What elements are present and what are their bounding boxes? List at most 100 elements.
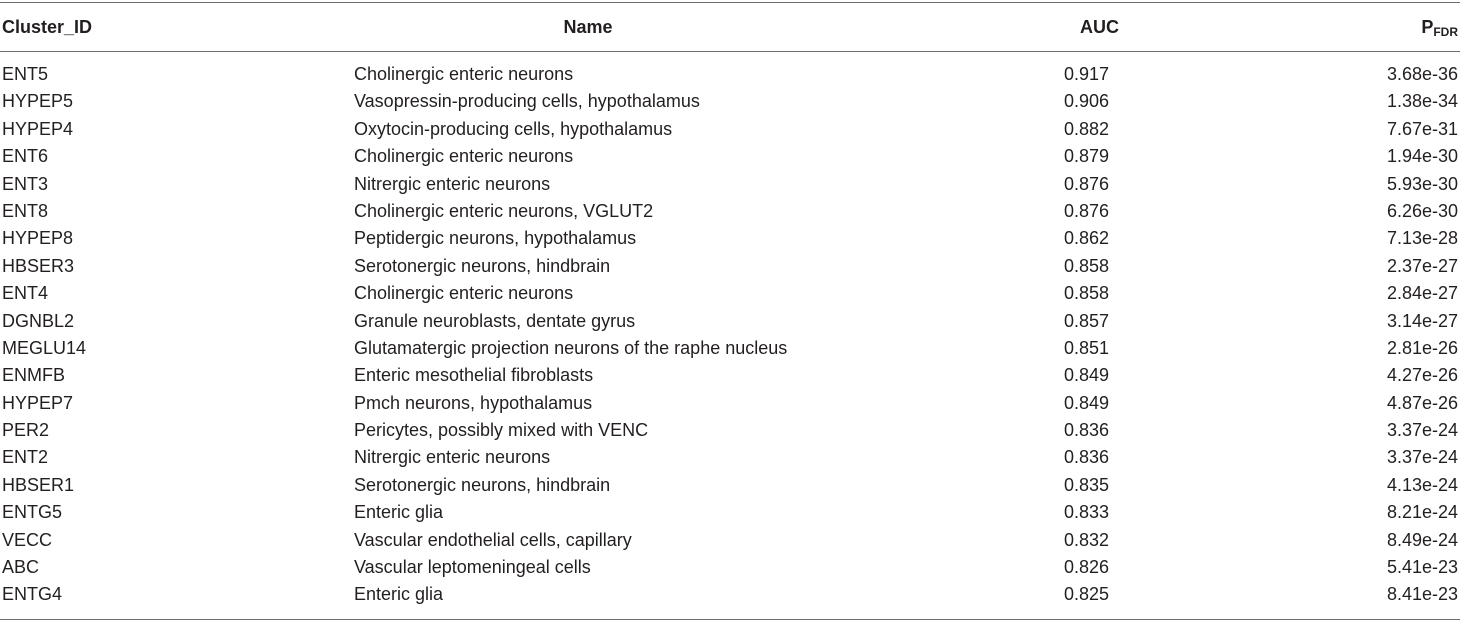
- table-row: ENT8 Cholinergic enteric neurons, VGLUT2 0…: [0, 199, 1460, 226]
- cell-auc: 0.833: [1064, 502, 1110, 523]
- cell-p-fdr: 8.49e-24: [1386, 529, 1458, 550]
- cell-auc: 0.858: [1064, 255, 1110, 276]
- cell-cluster-id: HYPEP8: [2, 228, 74, 249]
- cell-p-fdr: 5.41e-23: [1386, 557, 1458, 578]
- cell-p-fdr: 7.67e-31: [1386, 118, 1458, 139]
- cell-name: Peptidergic neurons, hypothalamus: [354, 228, 637, 249]
- cell-name: Vascular leptomeningeal cells: [354, 557, 591, 578]
- table-bottom-rule: [0, 619, 1460, 620]
- header-p-main: P: [1421, 17, 1434, 37]
- cell-p-fdr: 7.13e-28: [1386, 228, 1458, 249]
- cell-name: Serotonergic neurons, hindbrain: [354, 474, 611, 495]
- table-row: ENT2 Nitrergic enteric neurons 0.836 3.37e-…: [0, 445, 1460, 472]
- cell-p-fdr: 1.94e-30: [1386, 146, 1458, 167]
- cell-name: Pmch neurons, hypothalamus: [354, 392, 593, 413]
- cell-name: Vascular endothelial cells, capillary: [354, 529, 632, 550]
- cell-cluster-id: ENT3: [2, 173, 49, 194]
- cell-cluster-id: HYPEP4: [2, 118, 74, 139]
- cell-p-fdr: 2.84e-27: [1386, 283, 1458, 304]
- cell-p-fdr: 4.87e-26: [1386, 392, 1458, 413]
- cell-name: Cholinergic enteric neurons, VGLUT2: [354, 200, 654, 221]
- table-row: HYPEP4 Oxytocin-producing cells, hypothal…: [0, 117, 1460, 144]
- cell-p-fdr: 2.37e-27: [1386, 255, 1458, 276]
- cell-auc: 0.906: [1064, 91, 1110, 112]
- cell-p-fdr: 4.13e-24: [1386, 474, 1458, 495]
- cell-cluster-id: ENT8: [2, 200, 49, 221]
- cell-name: Cholinergic enteric neurons: [354, 146, 574, 167]
- header-name: Name: [563, 17, 613, 37]
- cell-name: Glutamatergic projection neurons of the …: [354, 337, 788, 358]
- header-p-subscript: FDR: [1433, 25, 1458, 39]
- table-row: VECC Vascular endothelial cells, capillar…: [0, 528, 1460, 555]
- cell-auc: 0.836: [1064, 447, 1110, 468]
- cell-name: Nitrergic enteric neurons: [354, 447, 551, 468]
- cell-name: Nitrergic enteric neurons: [354, 173, 551, 194]
- table-top-rule: [0, 2, 1460, 3]
- cell-name: Pericytes, possibly mixed with VENC: [354, 420, 649, 441]
- cell-auc: 0.835: [1064, 474, 1110, 495]
- cell-auc: 0.876: [1064, 173, 1110, 194]
- cell-auc: 0.849: [1064, 365, 1110, 386]
- cell-p-fdr: 5.93e-30: [1386, 173, 1458, 194]
- table-row: PER2 Pericytes, possibly mixed with VENC 0…: [0, 418, 1460, 445]
- cell-cluster-id: ENT5: [2, 64, 49, 84]
- cell-auc: 0.832: [1064, 529, 1110, 550]
- cell-p-fdr: 3.68e-36: [1386, 64, 1458, 84]
- table-row: ENT3 Nitrergic enteric neurons 0.876 5.93e-…: [0, 172, 1460, 199]
- cell-name: Serotonergic neurons, hindbrain: [354, 255, 611, 276]
- header-cluster-id: Cluster_ID: [2, 17, 93, 37]
- cell-name: Granule neuroblasts, dentate gyrus: [354, 310, 636, 331]
- cell-name: Enteric mesothelial fibroblasts: [354, 365, 594, 386]
- cell-auc: 0.879: [1064, 146, 1110, 167]
- cell-p-fdr: 8.41e-23: [1386, 584, 1458, 605]
- cell-cluster-id: PER2: [2, 420, 50, 441]
- cell-name: Oxytocin-producing cells, hypothalamus: [354, 118, 673, 139]
- table-row: ENT5 Cholinergic enteric neurons 0.917 3.68…: [0, 62, 1460, 89]
- cell-auc: 0.876: [1064, 200, 1110, 221]
- cell-auc: 0.849: [1064, 392, 1110, 413]
- cell-p-fdr: 3.14e-27: [1386, 310, 1458, 331]
- cell-cluster-id: ENT2: [2, 447, 49, 468]
- table-header-row: Cluster_ID Name AUC PFDR: [0, 3, 1460, 51]
- cell-auc: 0.825: [1064, 584, 1110, 605]
- cell-cluster-id: VECC: [2, 529, 53, 550]
- cell-cluster-id: ENMFB: [2, 365, 65, 386]
- cell-p-fdr: 6.26e-30: [1386, 200, 1458, 221]
- table-row: MEGLU14 Glutamatergic projection neurons …: [0, 336, 1460, 363]
- cell-cluster-id: DGNBL2: [2, 310, 75, 331]
- header-auc: AUC: [1080, 17, 1119, 37]
- cell-name: Enteric glia: [354, 584, 444, 605]
- cell-auc: 0.858: [1064, 283, 1110, 304]
- cell-auc: 0.836: [1064, 420, 1110, 441]
- table-row: HYPEP8 Peptidergic neurons, hypothalamus 0…: [0, 226, 1460, 253]
- cell-cluster-id: ABC: [2, 557, 40, 578]
- cell-cluster-id: ENTG5: [2, 502, 63, 523]
- header-p-fdr: PFDR: [1421, 17, 1458, 39]
- cell-cluster-id: ENT6: [2, 146, 49, 167]
- cell-name: Cholinergic enteric neurons: [354, 283, 574, 304]
- table-row: ENMFB Enteric mesothelial fibroblasts 0.84…: [0, 363, 1460, 390]
- table-row: ENT4 Cholinergic enteric neurons 0.858 2.84…: [0, 281, 1460, 308]
- cell-auc: 0.857: [1064, 310, 1110, 331]
- cell-cluster-id: MEGLU14: [2, 337, 87, 358]
- cell-cluster-id: ENT4: [2, 283, 49, 304]
- cell-cluster-id: HYPEP5: [2, 91, 74, 112]
- table-row: DGNBL2 Granule neuroblasts, dentate gyrus…: [0, 309, 1460, 336]
- table-header-rule: [0, 51, 1460, 52]
- cell-p-fdr: 4.27e-26: [1386, 365, 1458, 386]
- cell-name: Cholinergic enteric neurons: [354, 64, 574, 84]
- cell-auc: 0.917: [1064, 64, 1110, 84]
- cell-cluster-id: HBSER3: [2, 255, 75, 276]
- cell-p-fdr: 3.37e-24: [1386, 420, 1458, 441]
- cell-name: Enteric glia: [354, 502, 444, 523]
- cell-p-fdr: 3.37e-24: [1386, 447, 1458, 468]
- cell-auc: 0.862: [1064, 228, 1110, 249]
